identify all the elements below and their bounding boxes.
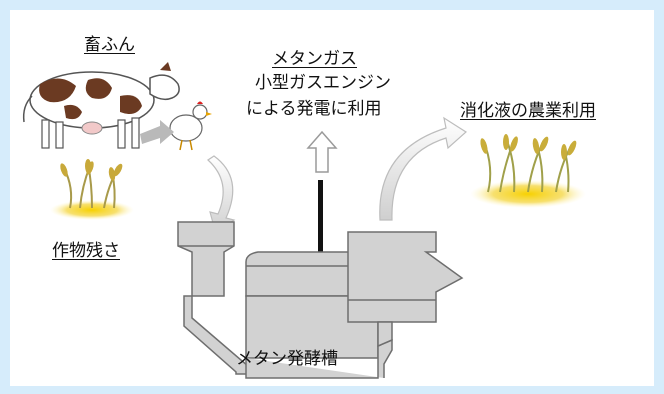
manure-label: 畜ふん bbox=[84, 35, 135, 55]
methane-fermenter-tank bbox=[177, 221, 464, 379]
rice-plant-icon bbox=[50, 159, 134, 220]
crop-residue-label: 作物残さ bbox=[52, 241, 120, 261]
chicken-icon bbox=[169, 101, 212, 151]
feed-arrow-icon bbox=[140, 120, 174, 144]
up-arrow-icon bbox=[306, 130, 338, 173]
engine-label-line1: 小型ガスエンジン bbox=[255, 73, 391, 93]
methane-gas-label: メタンガス bbox=[272, 49, 357, 69]
rice-field-icon bbox=[470, 134, 586, 208]
cow-icon bbox=[22, 62, 180, 149]
fermenter-label: メタン発酵槽 bbox=[236, 349, 338, 369]
engine-label-line2: による発電に利用 bbox=[246, 99, 382, 119]
gas-pipe bbox=[318, 180, 323, 258]
curved-arrow-icon bbox=[379, 116, 467, 221]
digestate-label: 消化液の農業利用 bbox=[460, 101, 596, 121]
